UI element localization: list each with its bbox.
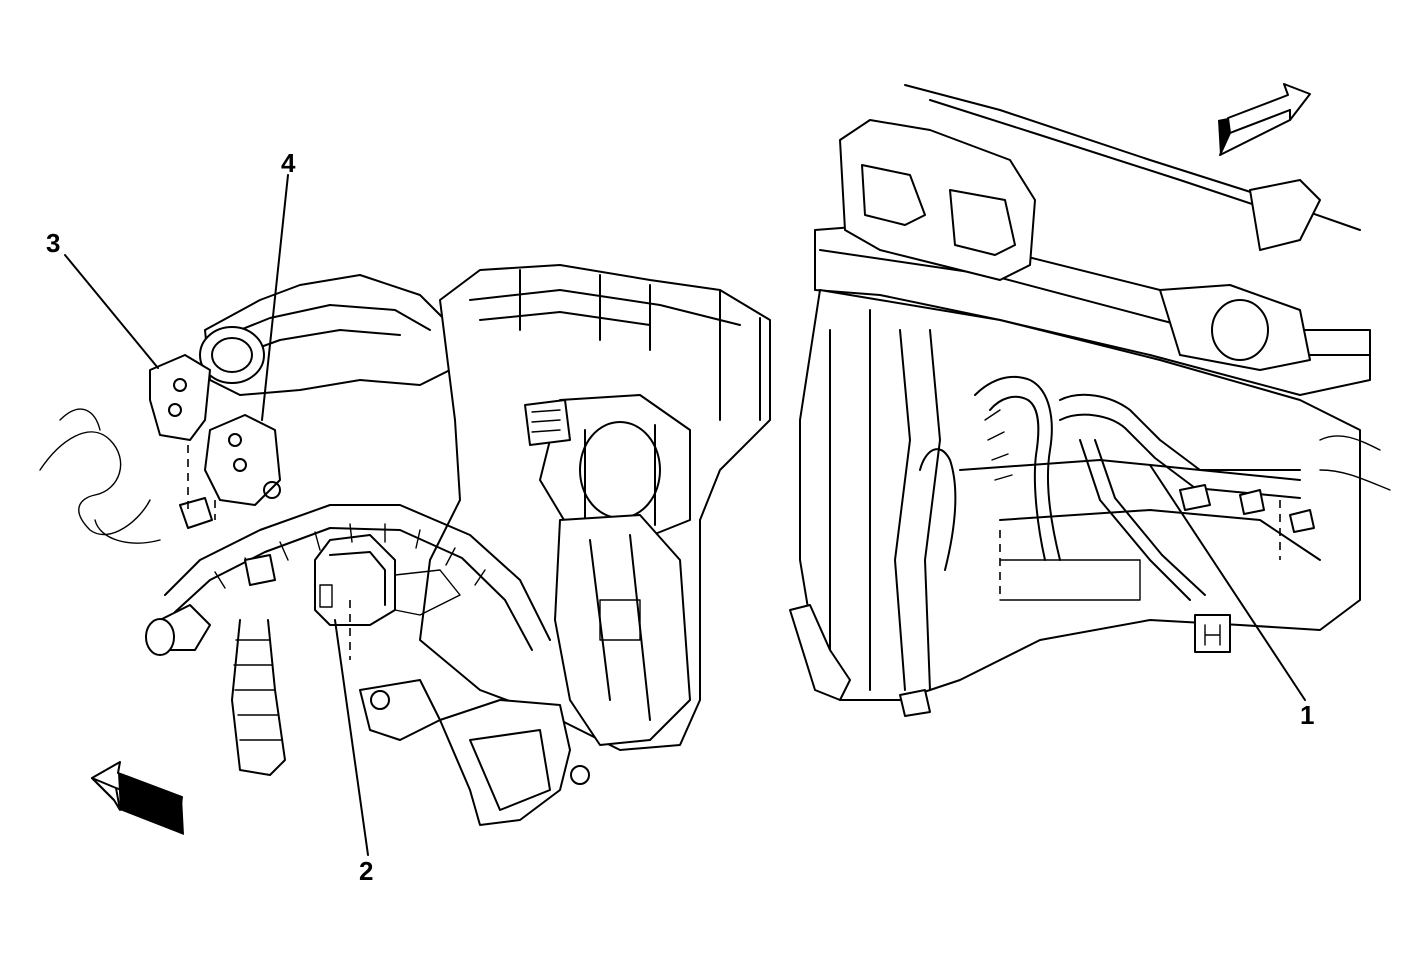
callout-2-label: 2 [359, 856, 374, 886]
direction-arrow-right-icon [1218, 83, 1311, 156]
direction-arrow-left-icon [91, 761, 184, 835]
callout-4-label: 4 [281, 148, 296, 178]
left-hvac-module [39, 174, 771, 856]
right-hvac-module [789, 83, 1391, 717]
callout-3-label: 3 [46, 228, 61, 258]
callout-1-label: 1 [1300, 700, 1315, 730]
